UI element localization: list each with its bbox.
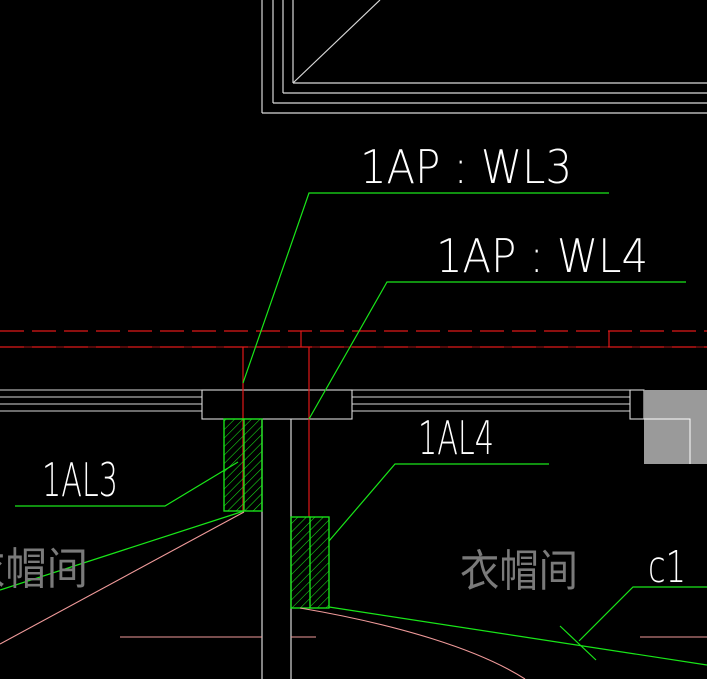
leader-wl4 bbox=[308, 281, 686, 420]
leader-al3 bbox=[15, 461, 239, 507]
wall-column bbox=[261, 419, 292, 679]
label-1ap-wl3[interactable]: 1AP : WL3 bbox=[360, 140, 572, 194]
room-label-right[interactable]: 衣帽间 bbox=[460, 546, 578, 597]
gray-column bbox=[644, 390, 707, 464]
pink-lines bbox=[0, 511, 707, 679]
distribution-box-1al4[interactable] bbox=[290, 516, 330, 609]
wall-beam bbox=[0, 389, 645, 420]
label-1al3[interactable]: 1AL3 bbox=[42, 453, 118, 507]
leader-al4 bbox=[328, 463, 549, 542]
green-wire-right bbox=[328, 606, 707, 666]
label-1al4[interactable]: 1AL4 bbox=[418, 411, 494, 465]
distribution-box-1al3[interactable] bbox=[223, 418, 263, 512]
label-c1[interactable]: c1 bbox=[648, 542, 686, 593]
room-label-left[interactable]: 衣帽间 bbox=[0, 544, 88, 595]
leader-lines bbox=[0, 192, 707, 666]
leader-wl3 bbox=[242, 192, 609, 384]
green-wire-left bbox=[0, 510, 245, 591]
labels: 1AP : WL3 1AP : WL4 1AL3 1AL4 衣帽间 衣帽间 c1 bbox=[0, 140, 686, 597]
c1-tick bbox=[559, 625, 597, 661]
window-frame bbox=[261, 0, 707, 114]
axis-lines bbox=[0, 330, 707, 348]
leader-c1 bbox=[578, 586, 707, 642]
label-1ap-wl4[interactable]: 1AP : WL4 bbox=[436, 229, 648, 283]
